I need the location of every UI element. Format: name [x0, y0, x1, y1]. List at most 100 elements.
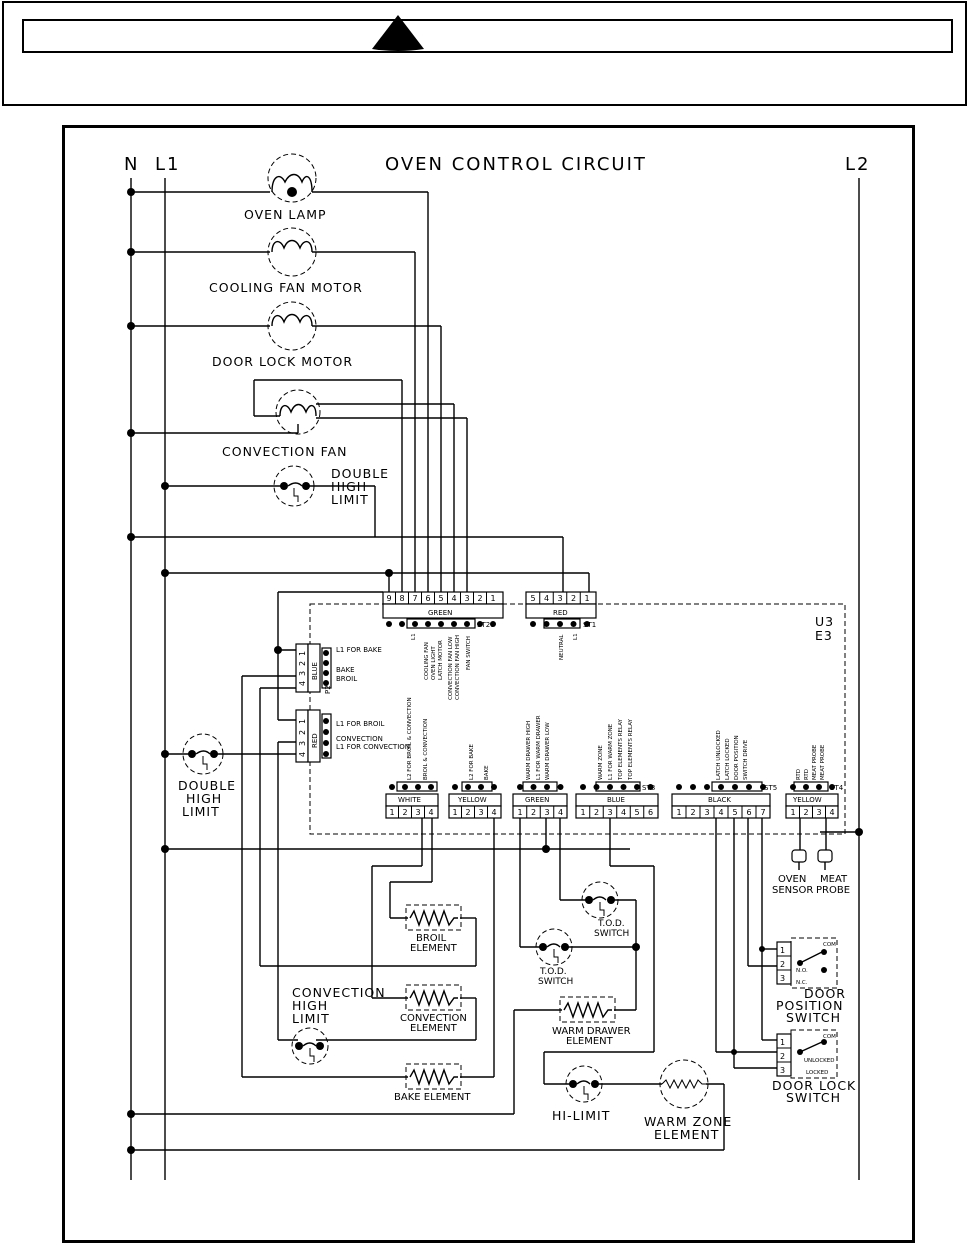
st1-pin-5: 5	[531, 594, 536, 603]
red-small-pin-1: 1	[298, 719, 307, 724]
white-color: WHITE	[398, 796, 421, 804]
green2-pin-1: 1	[518, 808, 523, 817]
white-contact	[415, 784, 421, 790]
st8-contact	[607, 784, 613, 790]
green2-contact	[530, 784, 537, 790]
st8-sig2: L1 FOR WARM ZONE	[608, 723, 614, 780]
white-pin-4: 4	[429, 808, 434, 817]
warm-drawer-label1: WARM DRAWER	[552, 1026, 631, 1037]
connector-st5: ST5 BLACK LATCH UNLOCKED LATCH LOCKED DO…	[671, 730, 777, 819]
yellow-contact	[491, 784, 497, 790]
st1-pin-1: 1	[585, 594, 590, 603]
p2-pin-1: 1	[298, 651, 307, 656]
st4-pin-3: 3	[817, 808, 822, 817]
st20-contact	[425, 621, 431, 627]
st5-contact	[690, 784, 696, 790]
p2-pin-2: 2	[298, 661, 307, 666]
red-small-color: RED	[311, 733, 319, 748]
door-lock-motor-label: DOOR LOCK MOTOR	[212, 354, 353, 369]
st20-pin-1: 1	[491, 594, 496, 603]
st1-sig-neutral: NEUTRAL	[559, 634, 565, 660]
connector-green2: GREEN WARM DRAWER HIGH L1 FOR WARM DRAWE…	[512, 715, 568, 819]
green2-sig2: L1 FOR WARM DRAWER	[536, 715, 542, 780]
st5-pin-4: 4	[719, 808, 724, 817]
st1-contact	[530, 621, 536, 627]
dl-unlocked: UNLOCKED	[804, 1058, 835, 1064]
st20-contact	[451, 621, 457, 627]
oven-sensor-label2: SENSOR	[772, 885, 813, 896]
st4-contact	[803, 784, 809, 790]
door-position-switch	[748, 937, 838, 989]
connector-st8: ST8 BLUE WARM ZONE L1 FOR WARM ZONE TOP …	[575, 718, 659, 819]
broil-label2: ELEMENT	[410, 943, 458, 954]
st8-color: BLUE	[607, 796, 625, 804]
red-small-sig2: CONVECTION	[336, 735, 383, 743]
st1-contact	[543, 621, 550, 627]
diagram-frame	[62, 125, 915, 1243]
st20-sig-convlow: CONVECTION FAN LOW	[448, 636, 454, 700]
st8-contact	[593, 784, 600, 790]
st4-sig4: MEAT PROBE	[820, 744, 826, 780]
st5-pin-3: 3	[705, 808, 710, 817]
st5-sig2: LATCH LOCKED	[725, 738, 731, 780]
dp-pin2: 2	[780, 960, 785, 969]
p2-sig2: BAKE	[336, 666, 355, 674]
connector-p2-blue: BLUE P2 L1 FOR BAKE BAKE BROIL	[295, 643, 382, 694]
rail-l2-label: L2	[845, 154, 870, 175]
green2-color: GREEN	[525, 796, 549, 804]
warm-zone-element	[127, 1059, 725, 1154]
white-pin-1: 1	[390, 808, 395, 817]
st8-pin-2: 2	[594, 808, 599, 817]
cooling-fan-motor	[127, 227, 416, 592]
st8-sig4: TOP ELEMENTS RELAY	[628, 718, 634, 781]
red-small-pin-4: 4	[298, 752, 307, 757]
dl-com: COM	[823, 1034, 836, 1040]
st5-color: BLACK	[708, 796, 731, 804]
st20-pin-7: 7	[413, 594, 418, 603]
dp-com: COM	[823, 942, 836, 948]
meat-probe-label1: MEAT	[820, 874, 848, 885]
dl-pin3: 3	[780, 1066, 785, 1075]
st8-contact	[620, 784, 627, 790]
cooling-fan-label: COOLING FAN MOTOR	[209, 280, 363, 295]
st20-contact	[477, 621, 483, 627]
st8-contact	[634, 784, 640, 790]
green2-pin-3: 3	[545, 808, 550, 817]
st4-contact	[829, 784, 835, 790]
p2-sig3: BROIL	[336, 675, 357, 683]
tod-switch-2	[520, 928, 640, 966]
st20-contact	[399, 621, 405, 627]
bake-label: BAKE ELEMENT	[394, 1092, 471, 1103]
hi-limit-label: HI-LIMIT	[552, 1108, 610, 1123]
tod1-line1: T.O.D.	[597, 919, 625, 929]
tod2-line1: T.O.D.	[539, 967, 567, 977]
warm-zone-label2: ELEMENT	[654, 1127, 719, 1142]
bake-element	[242, 1063, 494, 1090]
p2-id: P2	[324, 685, 332, 694]
dhl-top-line2: HIGH	[331, 479, 367, 494]
st5-contact	[746, 784, 752, 790]
p2-contact	[323, 680, 329, 686]
l1-bus-849	[161, 828, 863, 853]
white-contact	[402, 784, 408, 790]
yellow-color: YELLOW	[457, 796, 487, 804]
st20-sig-light: OVEN LIGHT	[431, 646, 437, 680]
dl-locked: LOCKED	[806, 1070, 828, 1076]
dl-pin1: 1	[780, 1038, 785, 1047]
connector-leads	[421, 818, 827, 1077]
st20-sig-convhigh: CONVECTION FAN HIGH	[455, 635, 461, 700]
green2-contact	[557, 784, 564, 790]
st8-pin-4: 4	[621, 808, 626, 817]
st8-pin-5: 5	[635, 808, 640, 817]
green2-pin-4: 4	[558, 808, 563, 817]
convection-el-label2: ELEMENT	[410, 1023, 458, 1034]
st20-sig-l1: L1	[411, 633, 417, 640]
st4-sig3: MEAT PROBE	[812, 744, 818, 780]
st5-pin-7: 7	[761, 808, 766, 817]
st1-color: RED	[553, 609, 568, 617]
connector-st4: ST4 YELLOW RTD RTD MEAT PROBE MEAT PROBE	[785, 744, 844, 819]
st20-pin-3: 3	[465, 594, 470, 603]
st8-pin-6: 6	[648, 808, 653, 817]
st20-id: ST20	[477, 621, 495, 629]
